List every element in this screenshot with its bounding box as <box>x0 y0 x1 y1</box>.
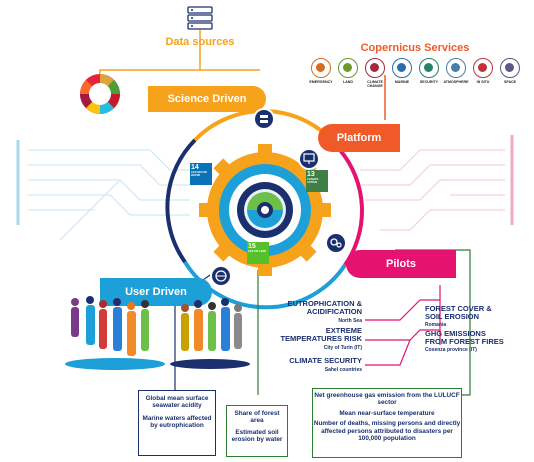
space-icon <box>500 58 520 78</box>
service-label: LAND <box>343 80 353 84</box>
science-driven-label: Science Driven <box>167 93 247 105</box>
pilot-eutrophication-location: North Sea <box>338 318 362 324</box>
fire-icon <box>311 58 331 78</box>
service-label: IN SITU <box>476 80 490 84</box>
sdg-13-label: CLIMATE ACTION <box>307 178 319 184</box>
user-driven-label: User Driven <box>125 286 187 298</box>
service-icon-fill <box>343 63 352 72</box>
sdg-wheel-icon <box>80 74 120 114</box>
server-icon <box>185 6 215 30</box>
service-icon-fill <box>505 63 514 72</box>
pilot-forest-cover-title: FOREST COVER & SOIL EROSION <box>425 304 492 321</box>
sdg-14-label: LIFE BELOW WATER <box>191 171 207 177</box>
land-icon <box>338 58 358 78</box>
climate-icon <box>365 58 385 78</box>
shield-icon <box>419 58 439 78</box>
service-icon-fill <box>316 63 325 72</box>
marine-indicators-box: Global mean surface seawater acidity Mar… <box>138 390 216 456</box>
pilots-label: Pilots <box>386 258 416 270</box>
service-icon-fill <box>478 63 487 72</box>
users-illustration <box>65 296 250 370</box>
monitor-badge-icon <box>298 148 320 170</box>
copernicus-services-title: Copernicus Services <box>360 42 470 54</box>
copernicus-services-row: EMERGENCY LAND CLIMATE CHANGE MARINE SECURIT… <box>308 58 530 98</box>
service-icon-fill <box>451 63 460 72</box>
sdg-15-number: 15 <box>248 243 256 250</box>
gears-badge-icon <box>325 232 347 254</box>
sdg-14-number: 14 <box>191 164 199 171</box>
service-label: CLIMATE CHANGE <box>367 80 383 88</box>
science-driven-banner: Science Driven <box>148 86 266 112</box>
pilot-climate-security-title: CLIMATE SECURITY <box>289 356 362 365</box>
fish-icon <box>392 58 412 78</box>
service-icon-fill <box>370 63 379 72</box>
indicator-ghg-lulucf: Net greenhouse gas emission from the LUL… <box>314 392 460 407</box>
pilots-banner: Pilots <box>346 250 456 278</box>
service-icon-fill <box>397 63 406 72</box>
sdg-15-tile: 15 LIFE ON LAND <box>247 242 269 264</box>
sdg-15-label: LIFE ON LAND <box>248 250 267 253</box>
climate-indicators-box: Net greenhouse gas emission from the LUL… <box>312 388 462 458</box>
platform-label: Platform <box>336 132 382 144</box>
service-icon-fill <box>424 63 433 72</box>
service-label: MARINE <box>394 80 410 84</box>
indicator-eutrophication: Marine waters affected by eutrophication <box>142 414 212 430</box>
platform-banner: Platform <box>318 124 400 152</box>
pilot-ghg-location: Cosenza province (IT) <box>425 347 477 353</box>
service-label: ATMOSPHERE <box>443 80 469 84</box>
indicator-near-surface-temp: Mean near-surface temperature <box>339 409 435 417</box>
indicator-forest-area: Share of forest area <box>234 410 280 425</box>
service-label: SPACE <box>503 80 517 84</box>
data-sources-title: Data sources <box>165 36 235 48</box>
land-indicators-box: Share of forest area Estimated soil eros… <box>226 405 288 457</box>
pilot-climate-security-location: Sahel countries <box>324 367 362 373</box>
sdg-14-tile: 14 LIFE BELOW WATER <box>190 163 212 185</box>
globe-badge-icon <box>210 265 232 287</box>
atmosphere-icon <box>446 58 466 78</box>
pilot-temperatures-location: City of Turin (IT) <box>323 345 362 351</box>
pilot-eutrophication-title: EUTROPHICATION & ACIDIFICATION <box>287 299 362 316</box>
indicator-seawater-acidity: Global mean surface seawater acidity <box>145 395 209 410</box>
server-badge-icon <box>253 108 275 130</box>
sdg-13-tile: 13 CLIMATE ACTION <box>306 170 328 192</box>
center-gear <box>199 144 331 276</box>
service-label: SECURITY <box>419 80 439 84</box>
indicator-disaster-deaths: Number of deaths, missing persons and di… <box>313 420 461 443</box>
sdg-13-number: 13 <box>307 171 315 178</box>
indicator-soil-erosion: Estimated soil erosion by water <box>231 428 283 444</box>
pilot-forest-cover-location: Romania <box>425 322 447 328</box>
pilot-ghg-title: GHG EMISSIONS FROM FOREST FIRES <box>425 329 504 346</box>
satellite-icon <box>473 58 493 78</box>
pilot-temperatures-title: EXTREME TEMPERATURES RISK <box>280 326 362 343</box>
service-label: EMERGENCY <box>309 80 333 84</box>
